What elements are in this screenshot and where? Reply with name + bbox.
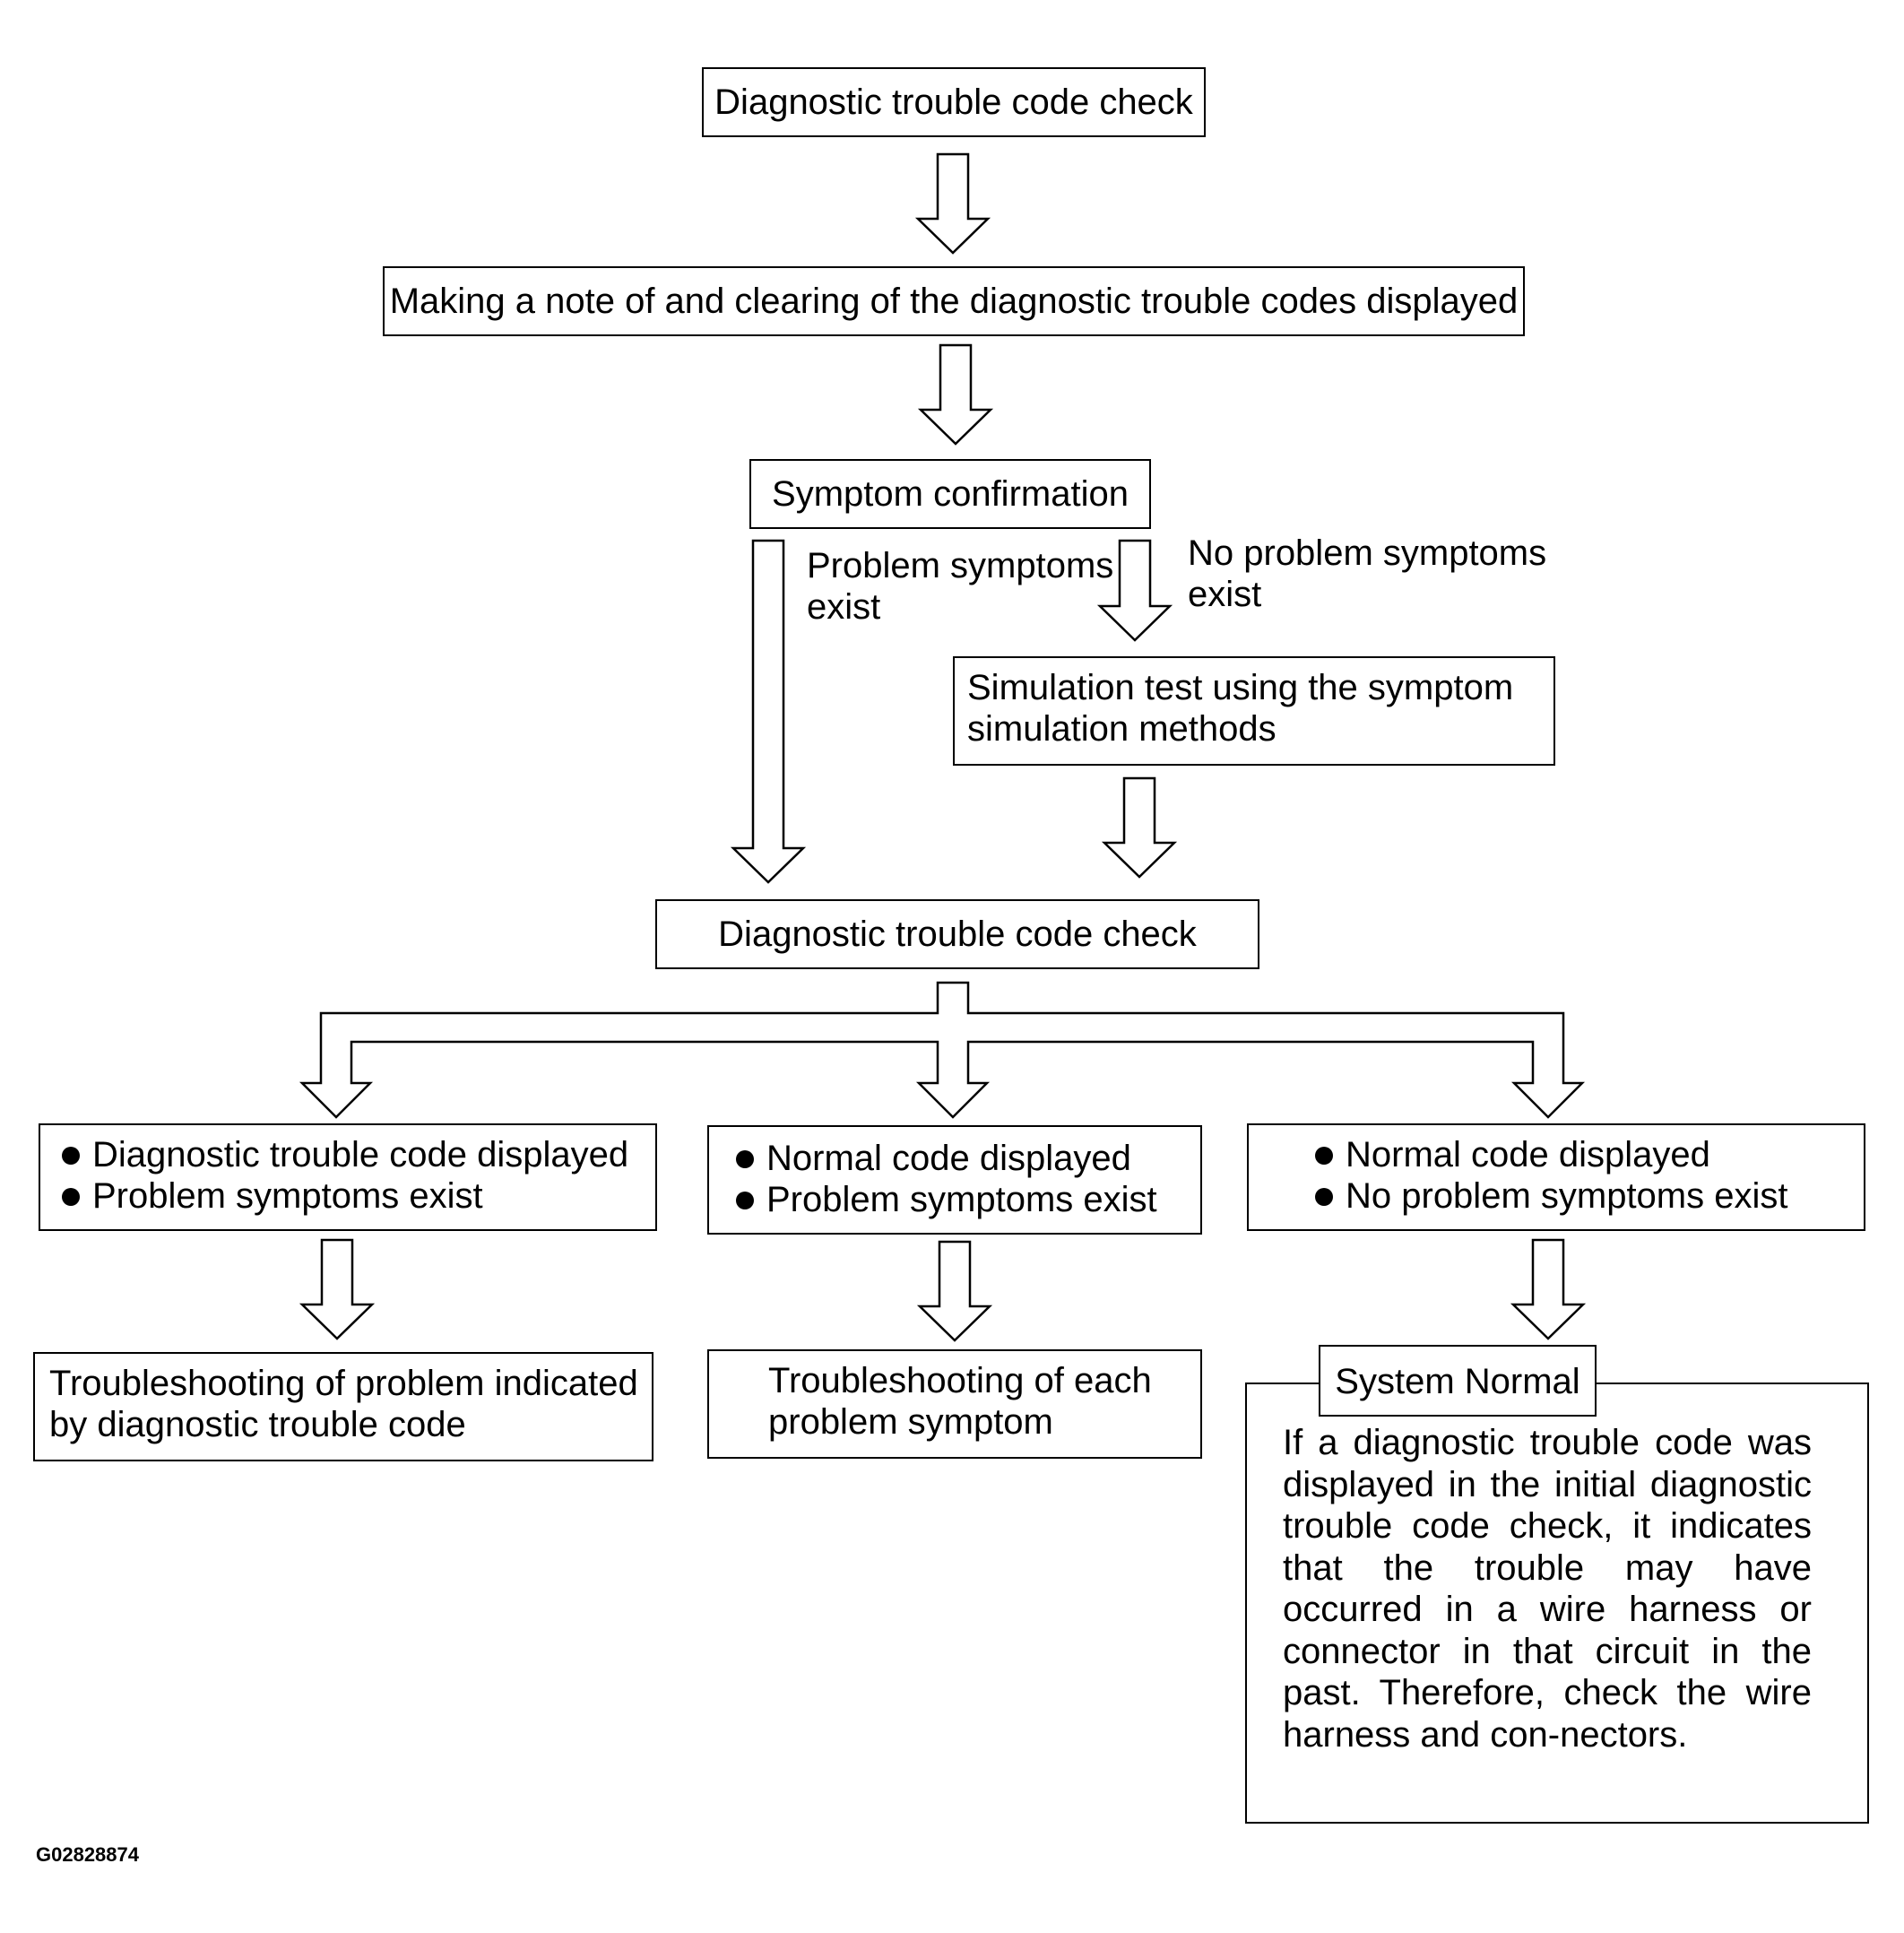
simulation-label-2: simulation methods bbox=[967, 709, 1277, 749]
outcome-3-condition-1: Normal code displayed bbox=[1315, 1134, 1787, 1175]
outcome-3-condition-2: No problem symptoms exist bbox=[1315, 1175, 1787, 1217]
outcome-1-conditions: Diagnostic trouble code displayed Proble… bbox=[62, 1134, 628, 1217]
step1-label: Diagnostic trouble code check bbox=[714, 82, 1193, 122]
simulation-test-box: Simulation test using the symptom simula… bbox=[953, 656, 1555, 766]
outcome-2-condition-box: Normal code displayed Problem symptoms e… bbox=[707, 1125, 1202, 1235]
step4-box: Diagnostic trouble code check bbox=[655, 899, 1259, 969]
system-normal-panel: If a diagnostic trouble code was display… bbox=[1245, 1383, 1869, 1824]
arrow-outcome2-to-result bbox=[916, 1240, 993, 1342]
outcome-1-condition-box: Diagnostic trouble code displayed Proble… bbox=[39, 1123, 657, 1231]
arrow-no-problem-symptoms bbox=[1096, 539, 1173, 642]
outcome-1-result-box: Troubleshooting of problem indicated by … bbox=[33, 1352, 653, 1461]
arrow-problem-symptoms bbox=[730, 539, 807, 884]
outcome-1-condition-1: Diagnostic trouble code displayed bbox=[62, 1134, 628, 1175]
arrow-outcome1-to-result bbox=[299, 1238, 376, 1340]
symptom-confirmation-label: Symptom confirmation bbox=[772, 474, 1129, 514]
bullet-icon bbox=[62, 1188, 80, 1206]
outcome-1-condition-2: Problem symptoms exist bbox=[62, 1175, 628, 1217]
outcome-3-conditions: Normal code displayed No problem symptom… bbox=[1315, 1134, 1787, 1217]
outcome-2-result-line-1: Troubleshooting of each bbox=[768, 1361, 1152, 1400]
step4-label: Diagnostic trouble code check bbox=[718, 914, 1197, 954]
system-normal-text: If a diagnostic trouble code was display… bbox=[1283, 1423, 1812, 1755]
bullet-icon bbox=[736, 1192, 754, 1209]
arrow-step2-to-symptom bbox=[917, 343, 994, 446]
outcome-2-result-box: Troubleshooting of each problem symptom bbox=[707, 1349, 1202, 1459]
arrow-three-way-split bbox=[299, 981, 1586, 1119]
bullet-icon bbox=[1315, 1147, 1333, 1165]
outcome-2-result-line-2: problem symptom bbox=[768, 1402, 1053, 1442]
branch-right-label-2: exist bbox=[1188, 575, 1262, 614]
outcome-2-condition-1: Normal code displayed bbox=[736, 1138, 1157, 1179]
branch-right-label-1: No problem symptoms bbox=[1188, 533, 1547, 573]
bullet-icon bbox=[1315, 1188, 1333, 1206]
system-normal-title: System Normal bbox=[1335, 1362, 1580, 1401]
simulation-label-1: Simulation test using the symptom bbox=[967, 668, 1514, 707]
symptom-confirmation-box: Symptom confirmation bbox=[749, 459, 1151, 529]
outcome-1-result-line-1: Troubleshooting of problem indicated bbox=[49, 1364, 638, 1403]
figure-id: G02828874 bbox=[36, 1843, 139, 1866]
system-normal-title-box: System Normal bbox=[1319, 1345, 1597, 1417]
step2-box: Making a note of and clearing of the dia… bbox=[383, 266, 1525, 336]
arrow-step1-to-step2 bbox=[914, 152, 991, 255]
arrow-outcome3-to-result bbox=[1510, 1238, 1587, 1340]
step1-box: Diagnostic trouble code check bbox=[702, 67, 1206, 137]
branch-left-label-2: exist bbox=[807, 587, 881, 627]
bullet-icon bbox=[62, 1147, 80, 1165]
branch-left-label-1: Problem symptoms bbox=[807, 546, 1114, 585]
outcome-1-result-line-2: by diagnostic trouble code bbox=[49, 1405, 466, 1444]
outcome-2-conditions: Normal code displayed Problem symptoms e… bbox=[736, 1138, 1157, 1220]
arrow-simulation-to-step4 bbox=[1101, 776, 1178, 879]
step2-label: Making a note of and clearing of the dia… bbox=[389, 282, 1519, 321]
bullet-icon bbox=[736, 1150, 754, 1168]
outcome-2-condition-2: Problem symptoms exist bbox=[736, 1179, 1157, 1220]
outcome-3-condition-box: Normal code displayed No problem symptom… bbox=[1247, 1123, 1865, 1231]
